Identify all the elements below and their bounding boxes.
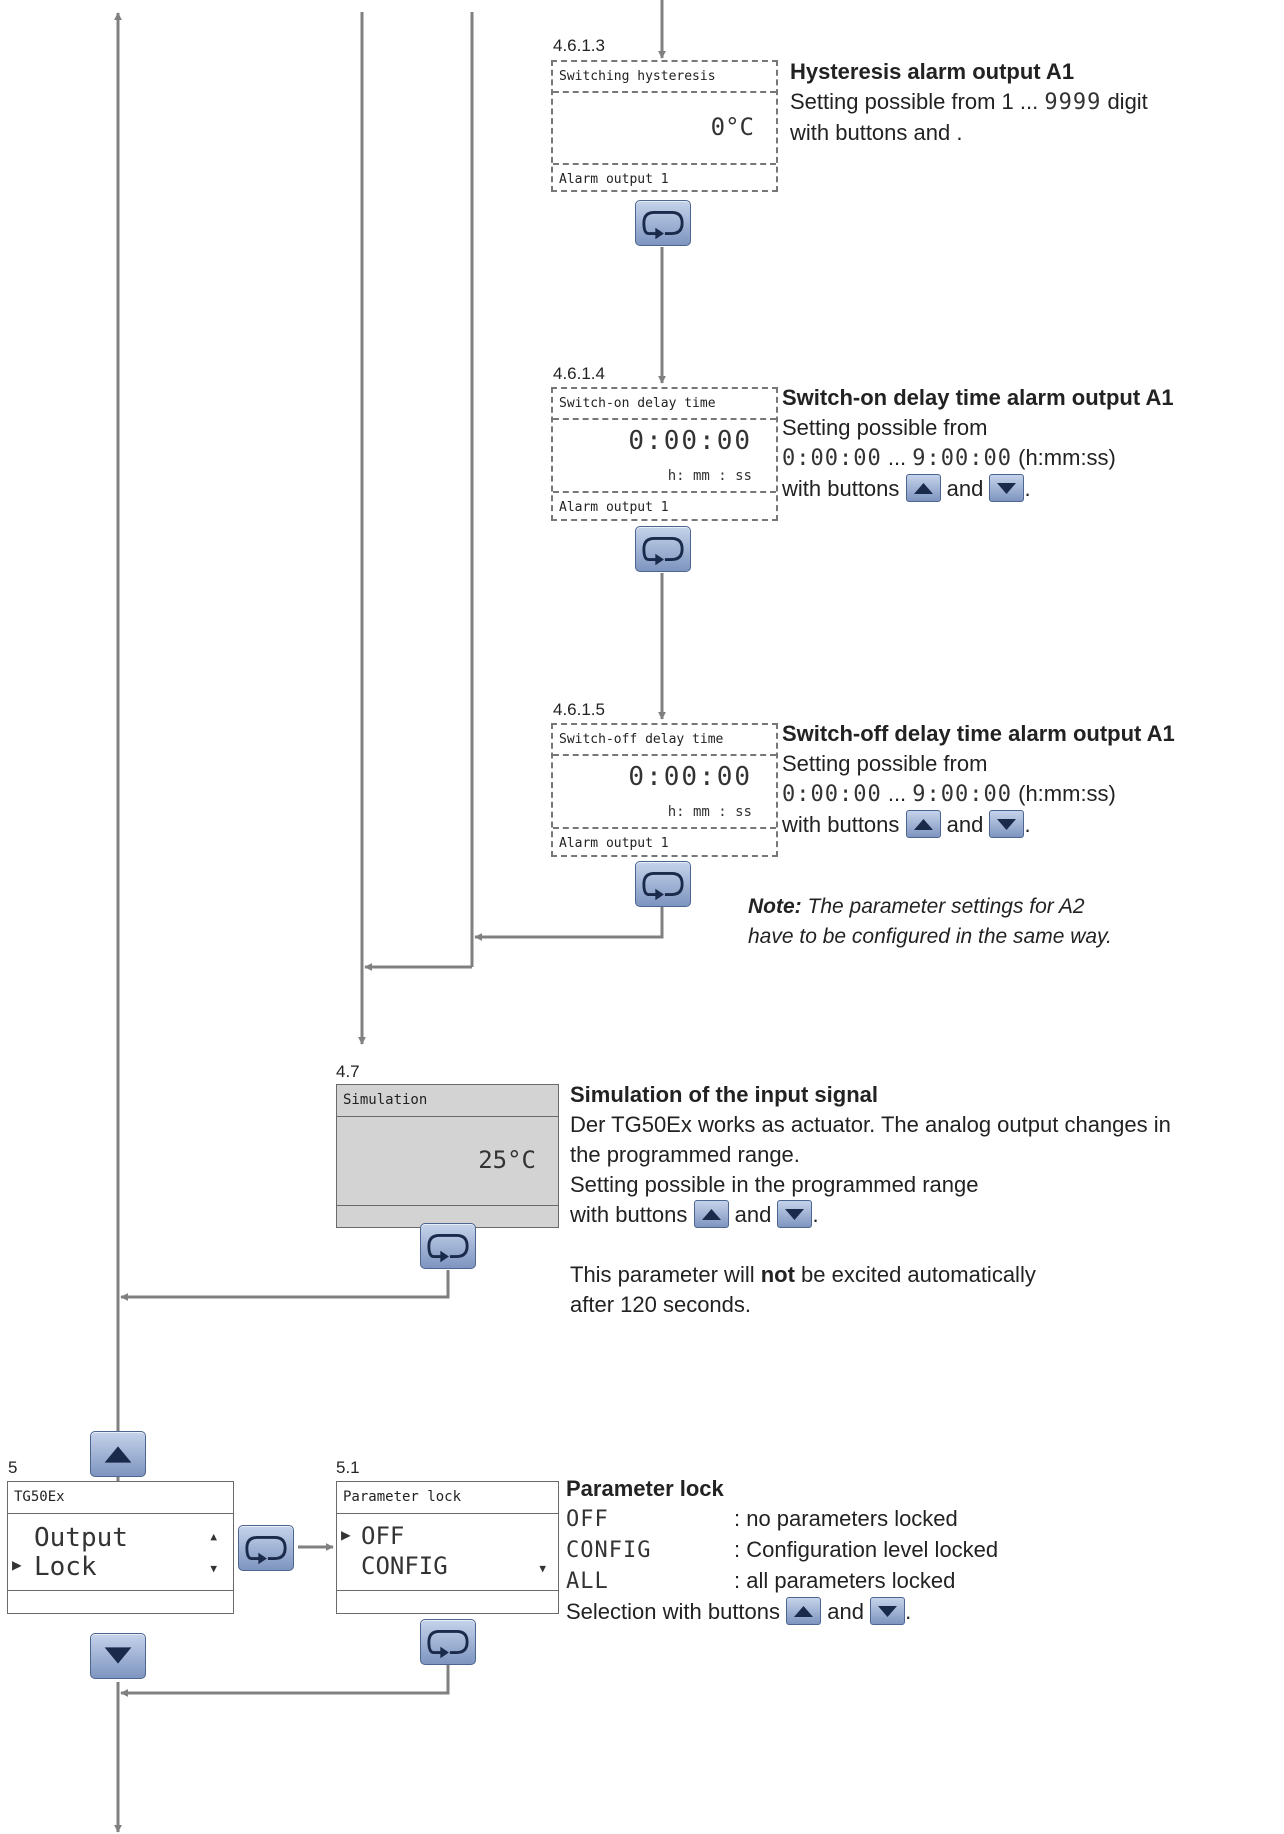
step-number: 4.6.1.5 [553,700,605,719]
step-title: Hysteresis alarm output A1 [790,59,1075,84]
option-row: CONFIG: Configuration level locked [566,1537,999,1563]
triangle-down-icon [104,1647,132,1664]
lcd-switch-off-delay: Switch-off delay time 0:00:00 h: mm : ss… [551,723,778,857]
step-title: Parameter lock [566,1476,724,1501]
lcd-header: Parameter lock [337,1482,558,1514]
option-config[interactable]: CONFIG [361,1552,448,1580]
lcd-value: 0:00:00 [628,762,752,792]
down-button[interactable] [90,1633,146,1679]
lcd-header: Simulation [337,1085,558,1117]
scroll-up-icon: ▲ [210,1530,217,1543]
enter-button[interactable] [635,861,691,907]
enter-loop-icon [642,537,684,566]
enter-button[interactable] [238,1525,294,1571]
lcd-switch-on-delay: Switch-on delay time 0:00:00 h: mm : ss … [551,387,778,521]
step-title: Switch-off delay time alarm output A1 [782,721,1175,746]
lcd-value: 0°C [710,113,754,141]
lcd-value: 25°C [478,1146,536,1174]
enter-loop-icon [427,1630,469,1659]
option-off[interactable]: OFF [361,1522,405,1550]
lcd-footer: Alarm output 1 [553,491,776,522]
description-line: with buttons and . [790,120,963,145]
triangle-up-icon [905,474,941,503]
step-title: Switch-on delay time alarm output A1 [782,385,1174,410]
range-line: 0:00:00 ... 9:00:00 (h:mm:ss) [782,781,1116,807]
step-number: 5 [8,1458,18,1477]
return-from-4-6-1-5 [474,906,664,941]
buttons-line: with buttons and . [782,474,1031,503]
enter-button[interactable] [420,1223,476,1269]
description-line: Setting possible from [782,415,988,440]
step-number: 4.6.1.4 [553,364,605,383]
lcd-header: Switch-on delay time [553,389,776,420]
return-from-4-7 [120,1270,450,1301]
lcd-header: TG50Ex [8,1482,233,1514]
description-line: Der TG50Ex works as actuator. The analog… [570,1112,1171,1137]
description-line: Setting possible from [782,751,988,776]
triangle-down-icon [989,810,1025,839]
buttons-line: with buttons and . [570,1200,819,1229]
up-button[interactable] [90,1431,146,1477]
scroll-down-icon: ▼ [539,1562,546,1575]
enter-loop-icon [642,211,684,240]
enter-button[interactable] [420,1619,476,1665]
enter-button[interactable] [635,526,691,572]
selection-marker-icon: ▶ [341,1525,351,1544]
lcd-header: Switching hysteresis [553,62,776,93]
description-line: This parameter will not be excited autom… [570,1262,1036,1288]
return-from-5-1 [120,1665,450,1697]
step-number: 4.6.1.3 [553,36,605,55]
lcd-parameter-lock: Parameter lock ▶ OFF CONFIG ▼ [336,1481,559,1614]
lcd-footer: Alarm output 1 [553,827,776,858]
triangle-up-icon [905,810,941,839]
triangle-down-icon [870,1597,906,1626]
menu-item-lock[interactable]: Lock [34,1552,97,1582]
lcd-footer: Alarm output 1 [553,163,776,194]
lcd-units: h: mm : ss [667,804,752,820]
triangle-down-icon [777,1200,813,1229]
enter-loop-icon [642,872,684,901]
menu-item-output[interactable]: Output [34,1523,128,1553]
lcd-units: h: mm : ss [667,468,752,484]
triangle-up-icon [786,1597,822,1626]
enter-loop-icon [245,1536,287,1565]
option-row: ALL: all parameters locked [566,1568,956,1594]
description-line: after 120 seconds. [570,1292,752,1318]
step-number: 4.7 [336,1062,360,1081]
step-number: 5.1 [336,1458,360,1477]
lcd-hysteresis: Switching hysteresis 0°C Alarm output 1 [551,60,778,192]
lcd-header: Switch-off delay time [553,725,776,756]
triangle-up-icon [104,1446,132,1463]
description-line: Setting possible in the programmed range [570,1172,979,1197]
buttons-line: with buttons and . [782,810,1031,839]
buttons-line: Selection with buttons and . [566,1597,912,1626]
enter-loop-icon [427,1234,469,1263]
note-text: Note: The parameter settings for A2 have… [748,895,1112,948]
description-line: Setting possible from 1 ... 9999 digit [790,89,1148,115]
enter-button[interactable] [635,200,691,246]
lcd-value: 0:00:00 [628,426,752,456]
triangle-down-icon [989,474,1025,503]
range-line: 0:00:00 ... 9:00:00 (h:mm:ss) [782,445,1116,471]
lcd-main-menu: TG50Ex Output ▶ Lock ▲ ▼ [7,1481,234,1614]
lcd-simulation: Simulation 25°C [336,1084,559,1228]
scroll-down-icon: ▼ [210,1562,217,1575]
selection-marker-icon: ▶ [12,1555,22,1574]
description-line: the programmed range. [570,1142,800,1167]
option-row: OFF: no parameters locked [566,1506,958,1532]
triangle-up-icon [693,1200,729,1229]
step-title: Simulation of the input signal [570,1082,878,1107]
